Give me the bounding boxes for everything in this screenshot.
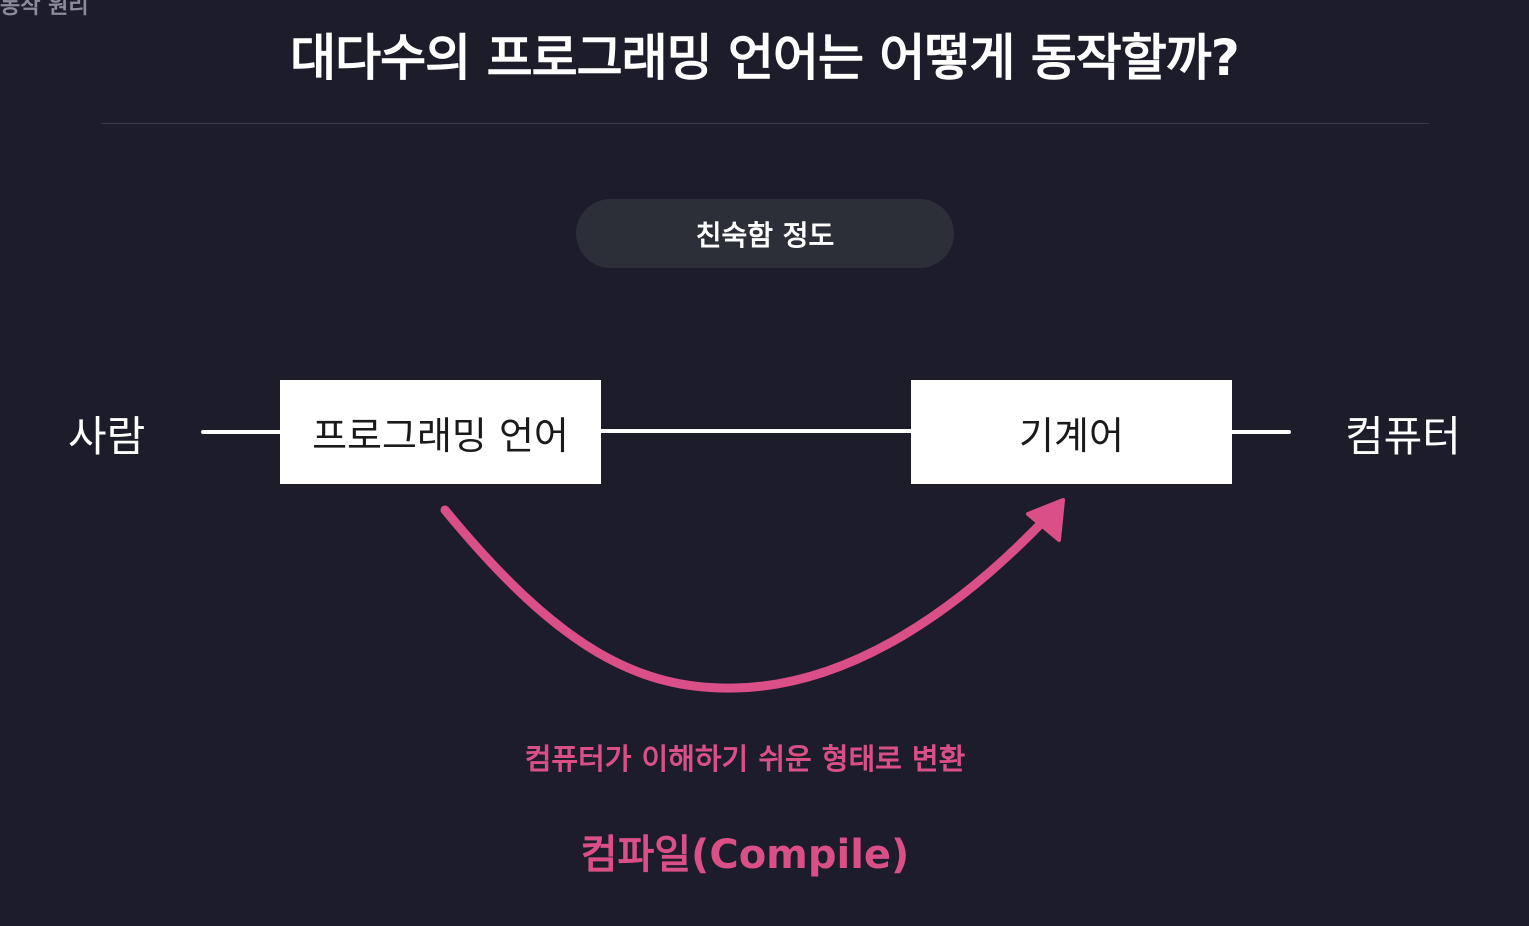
transform-caption: 컴퓨터가 이해하기 쉬운 형태로 변환: [524, 742, 966, 776]
compile-arrow-curve: [440, 505, 1057, 693]
machine-language-box: 기계어: [911, 380, 1232, 484]
computer-end-label: 컴퓨터: [1345, 412, 1461, 461]
familiarity-scale-label: 친숙함 정도: [576, 199, 954, 268]
human-end-label: 사람: [68, 412, 146, 461]
machine-language-label: 기계어: [1019, 413, 1124, 458]
section-label: 동작 원리: [0, 0, 89, 19]
programming-language-label: 프로그래밍 언어: [312, 413, 569, 458]
compile-label: 컴파일(Compile): [580, 832, 910, 878]
title-divider: [101, 123, 1429, 124]
programming-language-box: 프로그래밍 언어: [280, 380, 601, 484]
page-title: 대다수의 프로그래밍 언어는 어떻게 동작할까?: [290, 29, 1240, 87]
compile-arrow-head: [1026, 498, 1065, 542]
